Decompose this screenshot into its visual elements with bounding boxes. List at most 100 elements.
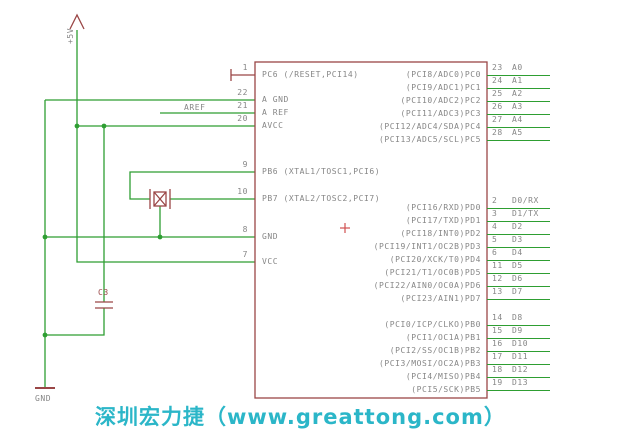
- pin-number: 1: [242, 63, 248, 72]
- pin-name: (PCI9/ADC1)PC1: [405, 83, 481, 92]
- net-label: D2: [512, 222, 523, 231]
- net-wire: [487, 273, 550, 275]
- pin-name: (PCI12/ADC4/SDA)PC4: [379, 122, 481, 131]
- pin-name: (PCI5/SCK)PB5: [411, 385, 481, 394]
- net-label: D12: [512, 365, 529, 374]
- power-gnd-label: GND: [35, 394, 52, 403]
- pin-name: A REF: [262, 108, 289, 117]
- net-label: D8: [512, 313, 523, 322]
- pin-number: 19: [492, 378, 503, 387]
- net-label: D6: [512, 274, 523, 283]
- pin-name: (PCI22/AIN0/OC0A)PD6: [373, 281, 481, 290]
- junction-dot: [74, 123, 80, 129]
- net-wire: [487, 390, 550, 392]
- net-label: D7: [512, 287, 523, 296]
- net-label: A5: [512, 128, 523, 137]
- pin-name: (PCI21/T1/OC0B)PD5: [384, 268, 481, 277]
- net-wire: [487, 221, 550, 223]
- reset-pin-stub: [230, 69, 255, 81]
- pin-number: 28: [492, 128, 503, 137]
- pin-number: 11: [492, 261, 503, 270]
- pin-number: 10: [237, 187, 248, 196]
- net-wire: [487, 286, 550, 288]
- ic-origin-cross-icon: [340, 223, 350, 233]
- pin-name: (PCI1/OC1A)PB1: [405, 333, 481, 342]
- pin-number: 12: [492, 274, 503, 283]
- component-symbols: [35, 13, 488, 399]
- pin-name: GND: [262, 232, 279, 241]
- pin-number: 4: [492, 222, 498, 231]
- net-wire: [487, 114, 550, 116]
- aref-net-label: AREF: [184, 103, 206, 112]
- net-wire: [487, 88, 550, 90]
- pin-name: (PCI16/RXD)PD0: [405, 203, 481, 212]
- pin-name: (PCI8/ADC0)PC0: [405, 70, 481, 79]
- pin-name: (PCI11/ADC3)PC3: [400, 109, 481, 118]
- junction-dot: [42, 332, 48, 338]
- net-wire: [487, 351, 550, 353]
- net-wire: [487, 208, 550, 210]
- net-label: A1: [512, 76, 523, 85]
- net-label: D10: [512, 339, 529, 348]
- pin-number: 21: [237, 101, 248, 110]
- net-label: D0/RX: [512, 196, 539, 205]
- pin-number: 24: [492, 76, 503, 85]
- net-wire: [487, 247, 550, 249]
- net-label: D1/TX: [512, 209, 539, 218]
- pin-name: PB7 (XTAL2/TOSC2,PCI7): [262, 194, 381, 203]
- net-label: A4: [512, 115, 523, 124]
- net-label: D11: [512, 352, 529, 361]
- net-wire: [487, 127, 550, 129]
- pin-name: A GND: [262, 95, 289, 104]
- watermark: 深圳宏力捷（www.greattong.com）: [95, 405, 506, 429]
- pin-name: (PCI23/AIN1)PD7: [400, 294, 481, 303]
- pin-name: (PCI0/ICP/CLKO)PB0: [384, 320, 481, 329]
- junction-dot: [101, 123, 107, 129]
- net-wire: [487, 325, 550, 327]
- net-c3-bottom: [45, 308, 105, 336]
- net-wire: [487, 299, 550, 301]
- pin-name: (PCI17/TXD)PD1: [405, 216, 481, 225]
- pin-number: 5: [492, 235, 498, 244]
- pin-number: 16: [492, 339, 503, 348]
- pin-name: (PCI2/SS/OC1B)PB2: [389, 346, 481, 355]
- pin-number: 17: [492, 352, 503, 361]
- pin-number: 25: [492, 89, 503, 98]
- pin-number: 2: [492, 196, 498, 205]
- pin-number: 27: [492, 115, 503, 124]
- pin-name: AVCC: [262, 121, 284, 130]
- pin-number: 22: [237, 88, 248, 97]
- power-5v-symbol: [69, 13, 85, 30]
- ic-outline: [254, 61, 488, 399]
- pin-number: 3: [492, 209, 498, 218]
- pin-number: 8: [242, 225, 248, 234]
- pin-name: (PCI18/INT0)PD2: [400, 229, 481, 238]
- pin-number: 7: [242, 250, 248, 259]
- capacitor-c3-label: C3: [98, 288, 109, 297]
- junction-dot: [157, 234, 163, 240]
- net-wire: [487, 101, 550, 103]
- net-label: A3: [512, 102, 523, 111]
- junction-dots: [42, 123, 163, 338]
- pin-name: VCC: [262, 257, 279, 266]
- net-label: A0: [512, 63, 523, 72]
- pin-name: PB6 (XTAL1/TOSC1,PCI6): [262, 167, 381, 176]
- net-wire: [487, 377, 550, 379]
- pin-number: 20: [237, 114, 248, 123]
- junction-dot: [42, 234, 48, 240]
- net-wire: [487, 75, 550, 77]
- pin-name: PC6 (/RESET,PCI14): [262, 70, 359, 79]
- capacitor-symbol: [95, 301, 113, 309]
- pin-name: (PCI19/INT1/OC2B)PD3: [373, 242, 481, 251]
- pin-number: 15: [492, 326, 503, 335]
- pin-name: (PCI10/ADC2)PC2: [400, 96, 481, 105]
- pin-number: 26: [492, 102, 503, 111]
- net-wire: [487, 140, 550, 142]
- net-5v-rail: [76, 30, 255, 263]
- net-wire: [487, 234, 550, 236]
- net-label: A2: [512, 89, 523, 98]
- pin-number: 14: [492, 313, 503, 322]
- net-label: D4: [512, 248, 523, 257]
